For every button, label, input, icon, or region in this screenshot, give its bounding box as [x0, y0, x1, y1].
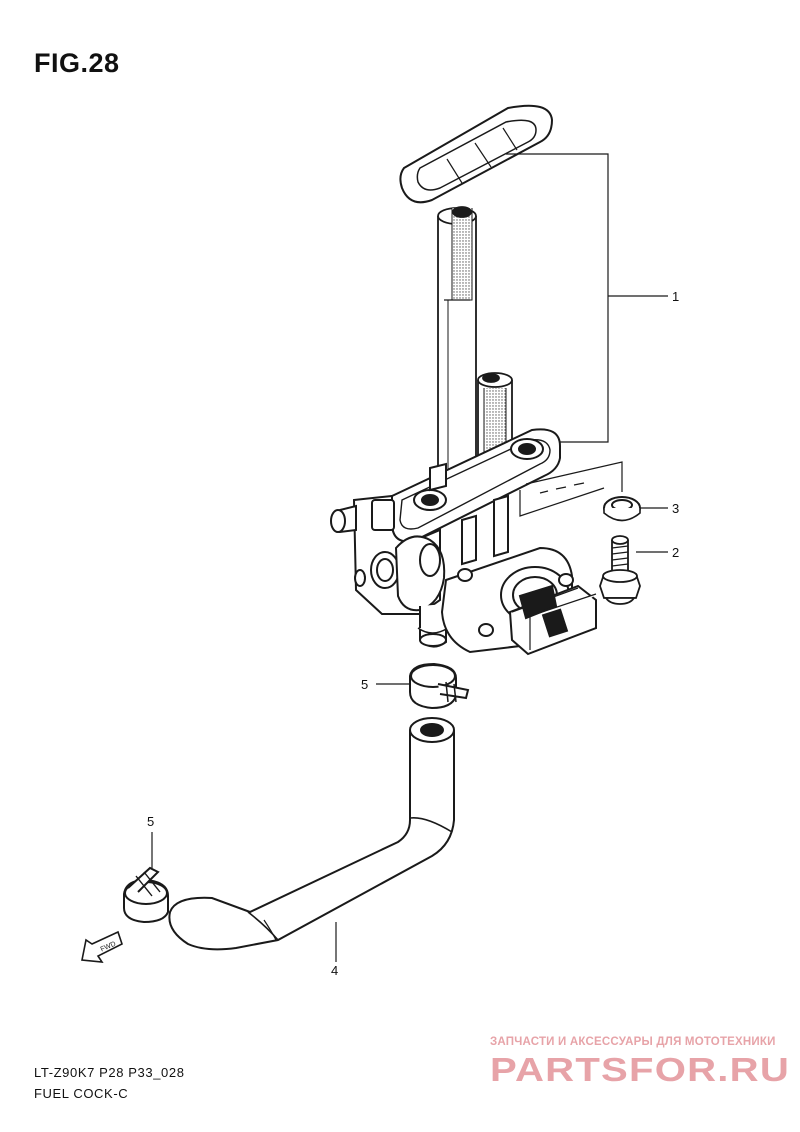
washer [603, 496, 641, 522]
callout-3: 3 [672, 501, 680, 516]
watermark-tagline: ЗАПЧАСТИ И АКСЕССУАРЫ ДЛЯ МОТОТЕХНИКИ [490, 1036, 776, 1048]
watermark-logo: PARTSFOR.RU [490, 1051, 790, 1088]
callout-5-upper: 5 [361, 677, 369, 692]
leader-lines [151, 153, 668, 962]
figure-title: FIG.28 [34, 48, 120, 78]
callout-4: 4 [331, 963, 339, 978]
svg-text:PARTSFOR.RU: PARTSFOR.RU [490, 1051, 790, 1088]
gasket [399, 104, 554, 204]
mounting-flange [391, 428, 561, 543]
fuel-hose [168, 717, 455, 951]
lever-assembly [440, 546, 597, 656]
fwd-arrow-icon: FWD [81, 930, 123, 963]
diagram-name: FUEL COCK-C [34, 1086, 129, 1101]
long-standpipe [437, 206, 477, 481]
bolt [599, 535, 641, 605]
model-code: LT-Z90K7 P28 P33_028 [34, 1065, 185, 1080]
clamp-upper [409, 662, 470, 710]
callout-5-lower: 5 [147, 814, 155, 829]
callout-1: 1 [672, 289, 680, 304]
callout-2: 2 [672, 545, 680, 560]
valve-body [330, 462, 509, 615]
outlet-nozzle [417, 604, 449, 648]
clamp-lower [123, 866, 169, 924]
